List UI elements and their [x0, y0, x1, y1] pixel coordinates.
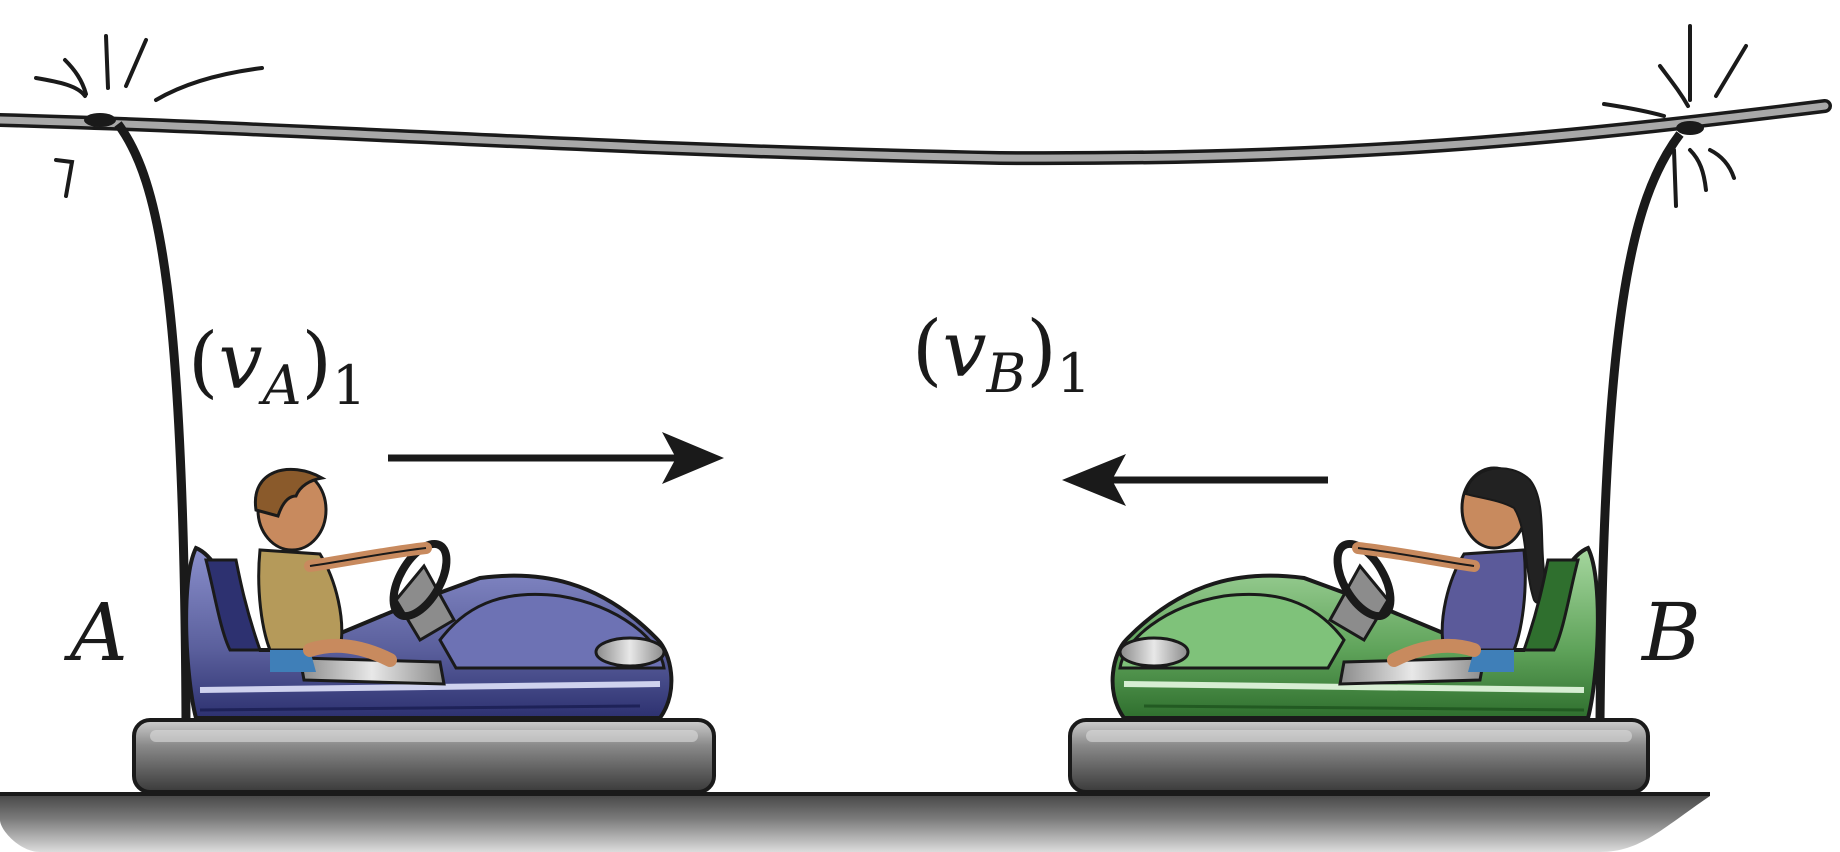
arrow-right-icon	[388, 432, 724, 484]
car-a-label: A	[63, 586, 128, 679]
arrow-left-icon	[1062, 454, 1328, 506]
spark-right-icon	[1602, 24, 1748, 208]
driver-girl	[1352, 466, 1546, 672]
driver-boy	[253, 468, 432, 672]
floor	[0, 792, 1710, 852]
car-b-label: B	[1640, 586, 1701, 679]
spark-left-icon	[34, 34, 264, 198]
pole-b	[1595, 131, 1684, 721]
bumper-car-a	[132, 468, 716, 794]
overhead-wire	[0, 99, 1832, 166]
pole-a	[114, 121, 191, 721]
velocity-a-label: (vA)1	[188, 317, 366, 417]
velocity-b-label: (vB)1	[912, 305, 1091, 405]
bumper-car-b	[1068, 466, 1650, 794]
